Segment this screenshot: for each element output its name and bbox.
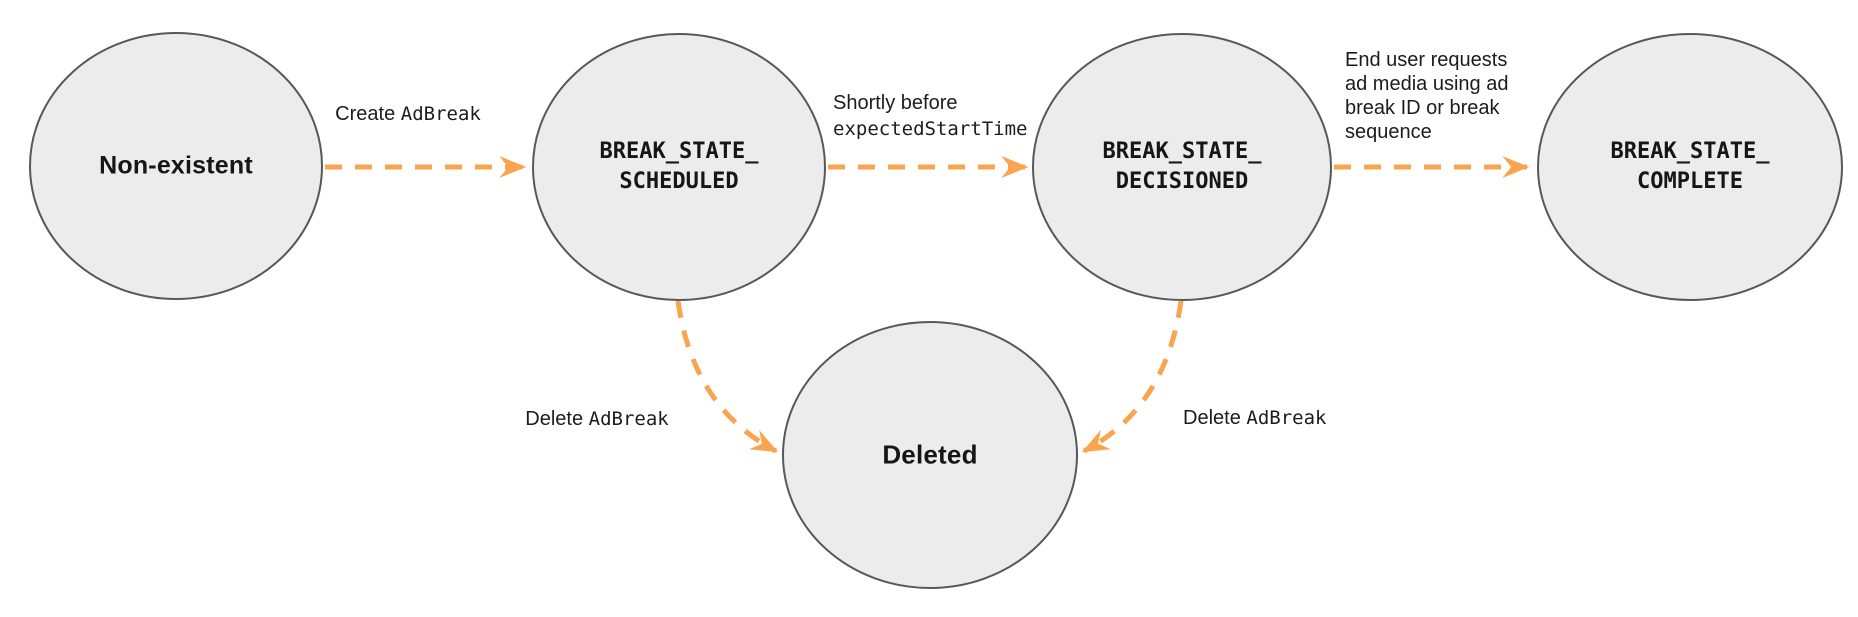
state-label-break-state-scheduled: BREAK_STATE_ SCHEDULED xyxy=(600,137,759,197)
transition-label-text: Delete xyxy=(1183,407,1247,429)
transition-label-line: sequence xyxy=(1345,121,1432,143)
transition-label-delete-adbreak-left: Delete AdBreak xyxy=(525,406,668,432)
transition-arrow-delete-adbreak-right xyxy=(1081,300,1184,454)
transition-label-create-adbreak: Create AdBreak xyxy=(335,101,481,127)
transition-label-code: AdBreak xyxy=(1246,407,1327,429)
state-node-non-existent xyxy=(29,32,323,300)
state-label-line: DECISIONED xyxy=(1115,169,1249,194)
transition-arrow-delete-adbreak-left xyxy=(675,300,779,454)
transition-label-line: End user requests xyxy=(1345,49,1508,71)
transition-label-line: break ID or break xyxy=(1345,97,1500,119)
transition-label-code: expectedStartTime xyxy=(833,118,1028,140)
transition-label-shortly-before: Shortly before expectedStartTime xyxy=(833,90,1027,142)
state-label-break-state-complete: BREAK_STATE_ COMPLETE xyxy=(1611,137,1770,197)
transition-label-code: AdBreak xyxy=(400,103,481,125)
transition-label-delete-adbreak-right: Delete AdBreak xyxy=(1183,405,1326,431)
transition-label-end-user-requests: End user requests ad media using ad brea… xyxy=(1345,48,1508,144)
state-label-line: SCHEDULED xyxy=(619,169,739,194)
transition-label-line: ad media using ad xyxy=(1345,73,1509,95)
state-node-deleted xyxy=(782,321,1078,589)
state-node-break-state-decisioned xyxy=(1032,33,1332,301)
state-label-non-existent: Non-existent xyxy=(99,151,253,180)
state-node-break-state-scheduled xyxy=(532,33,826,301)
state-label-line: COMPLETE xyxy=(1637,169,1743,194)
state-label-deleted: Deleted xyxy=(882,439,978,470)
state-label-line: BREAK_STATE_ xyxy=(1102,139,1262,164)
state-node-break-state-complete xyxy=(1537,33,1843,301)
state-label-line: BREAK_STATE_ xyxy=(1610,139,1770,164)
transition-label-text: Shortly before xyxy=(833,92,958,114)
transition-label-text: Delete xyxy=(525,408,589,430)
state-label-line: BREAK_STATE_ xyxy=(599,139,759,164)
state-label-break-state-decisioned: BREAK_STATE_ DECISIONED xyxy=(1103,137,1262,197)
transition-label-text: Create xyxy=(335,103,401,125)
transition-label-code: AdBreak xyxy=(588,408,669,430)
